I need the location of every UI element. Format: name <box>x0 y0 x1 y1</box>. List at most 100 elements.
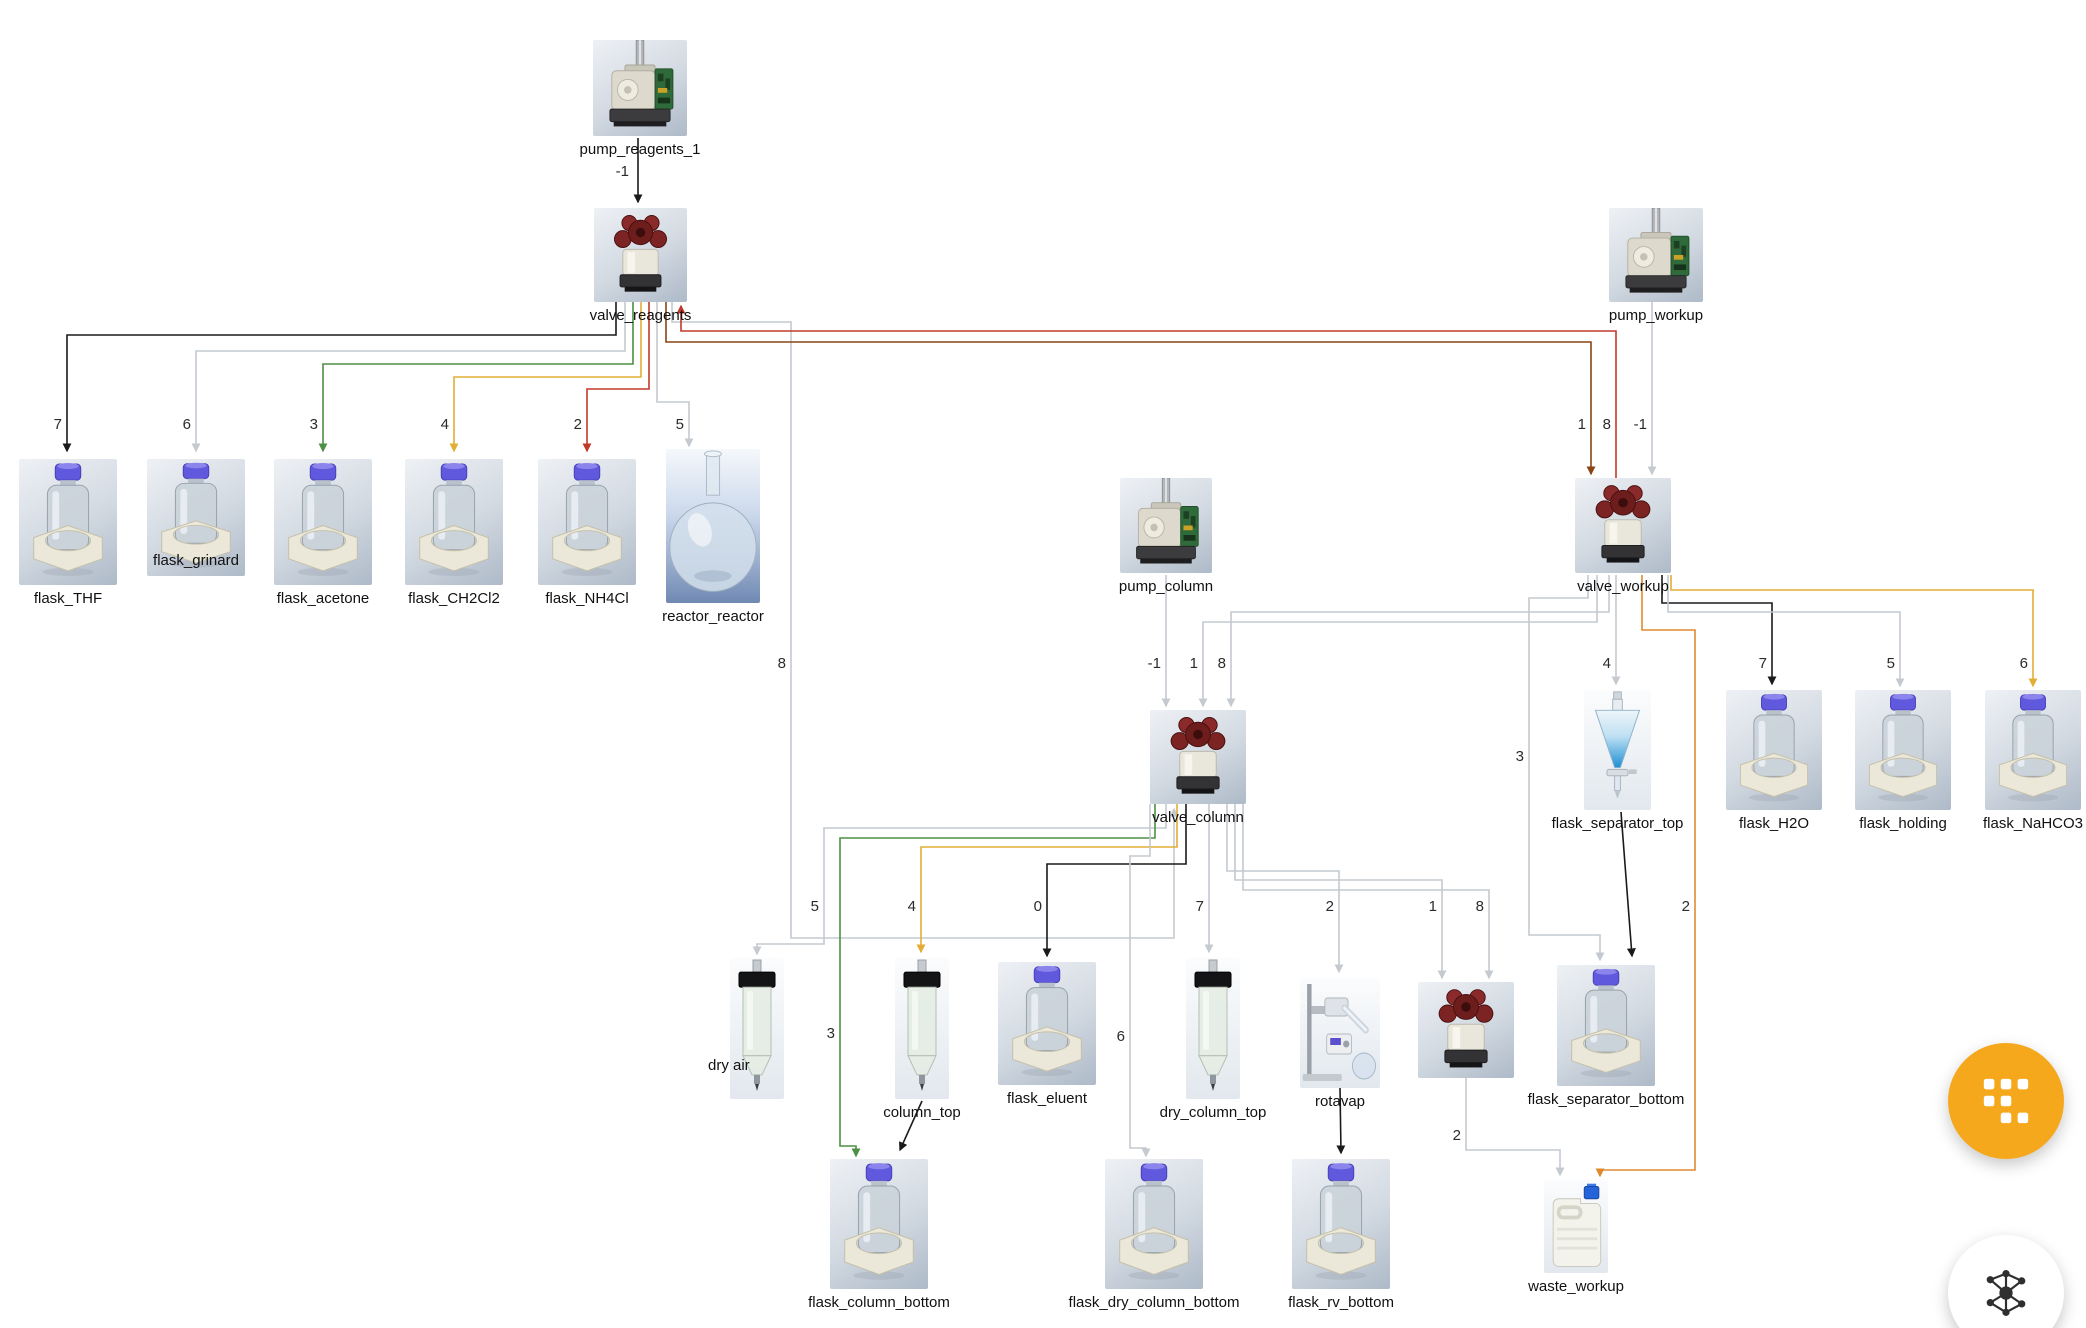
edge-valve_reagents-flask_NH4Cl <box>582 302 650 453</box>
node-dry_air[interactable]: dry air <box>708 958 784 1099</box>
edge-label: 8 <box>778 655 786 672</box>
equipment-photo <box>1609 208 1703 302</box>
equipment-photo <box>538 459 636 585</box>
bottle-flask-icon <box>1985 690 2081 810</box>
node-flask_separator_top[interactable]: flask_separator_top <box>1552 690 1683 833</box>
bottle-flask-icon <box>1855 690 1951 810</box>
bottle-flask-icon <box>998 962 1096 1085</box>
node-flask_NH4Cl[interactable]: flask_NH4Cl <box>538 459 636 608</box>
edge-label: 7 <box>1196 898 1204 915</box>
apps-grid-icon <box>1983 1078 2029 1124</box>
edge-label: 2 <box>1453 1127 1461 1144</box>
edge-rotavap-flask_rv_bottom <box>1336 1087 1346 1155</box>
node-valve-unlabeled[interactable] <box>1418 982 1514 1078</box>
node-label: valve_workup <box>1577 578 1669 595</box>
edge-label: 2 <box>1682 898 1690 915</box>
node-label: pump_reagents_1 <box>579 141 701 158</box>
edge-label: 0 <box>1034 898 1042 915</box>
edge-valve_workup-waste_workup <box>1595 575 1696 1178</box>
edge-valve_workup-flask_NaHCO3 <box>1670 575 2038 688</box>
edge-label: 3 <box>1516 748 1524 765</box>
ai-fab-button[interactable] <box>1948 1235 2064 1328</box>
node-flask_grinard[interactable]: flask_grinard <box>147 459 245 576</box>
node-label: column_top <box>883 1104 961 1121</box>
edge-valve_workup-valve_column-8 <box>1226 575 1610 708</box>
node-flask_acetone[interactable]: flask_acetone <box>274 459 372 608</box>
equipment-photo <box>998 962 1096 1085</box>
edge-label: 7 <box>54 416 62 433</box>
equipment-photo <box>1726 690 1822 810</box>
bottle-flask-icon <box>1557 965 1655 1086</box>
apps-fab-button[interactable] <box>1948 1043 2064 1159</box>
equipment-photo <box>1150 710 1246 804</box>
edge-valve_column-valve_unlabeled-1 <box>1234 804 1447 980</box>
node-rotavap[interactable]: rotavap <box>1300 978 1380 1111</box>
equipment-photo <box>1557 965 1655 1086</box>
node-pump_workup[interactable]: pump_workup <box>1609 208 1703 325</box>
equipment-photo <box>594 208 687 302</box>
node-label: flask_NaHCO3 <box>1982 815 2084 832</box>
equipment-photo <box>1584 690 1651 810</box>
node-label: dry air <box>708 1057 750 1074</box>
node-pump_reagents_1[interactable]: pump_reagents_1 <box>580 40 700 159</box>
bottle-flask-icon <box>405 459 503 585</box>
node-flask_dry_column_bottom[interactable]: flask_dry_column_bottom <box>1069 1159 1239 1312</box>
bottle-flask-icon <box>1292 1159 1390 1289</box>
edge-label: 3 <box>310 416 318 433</box>
node-flask_eluent[interactable]: flask_eluent <box>998 962 1096 1108</box>
equipment-photo <box>1186 958 1240 1099</box>
node-column_top[interactable]: column_top <box>883 958 961 1122</box>
valve-icon <box>594 208 687 302</box>
valve-icon <box>1575 478 1671 573</box>
edge-valve_unlabeled-waste_workup <box>1465 1078 1565 1177</box>
node-label: flask_H2O <box>1738 815 1810 832</box>
bottle-flask-icon <box>538 459 636 585</box>
node-valve_reagents[interactable]: valve_reagents <box>590 208 691 325</box>
node-flask_NaHCO3[interactable]: flask_NaHCO3 <box>1982 690 2084 833</box>
edge-column_top-flask_column_bottom <box>899 1100 923 1152</box>
node-flask_rv_bottom[interactable]: flask_rv_bottom <box>1288 1159 1394 1312</box>
node-label: rotavap <box>1314 1093 1366 1110</box>
edge-label: -1 <box>1634 416 1647 433</box>
edge-valve_column-flask_dry_column_bottom <box>1129 804 1151 1158</box>
edge-valve_workup-flask_H2O <box>1661 575 1777 686</box>
node-valve_workup[interactable]: valve_workup <box>1575 478 1671 596</box>
node-valve_column[interactable]: valve_column <box>1150 710 1246 827</box>
node-flask_column_bottom[interactable]: flask_column_bottom <box>808 1159 950 1312</box>
rotavap-icon <box>1300 978 1380 1088</box>
node-flask_separator_bottom[interactable]: flask_separator_bottom <box>1528 965 1684 1109</box>
valve-icon <box>1418 982 1514 1078</box>
edge-label: 3 <box>827 1025 835 1042</box>
edge-label: -1 <box>1148 655 1161 672</box>
edge-label: 5 <box>1887 655 1895 672</box>
bottle-flask-icon <box>274 459 372 585</box>
edge-valve_reagents-valve_column <box>671 302 1179 939</box>
node-label: flask_rv_bottom <box>1288 1294 1394 1311</box>
equipment-photo <box>1985 690 2081 810</box>
node-label: pump_workup <box>1608 307 1704 324</box>
waste-canister-icon <box>1544 1179 1608 1273</box>
bottle-flask-icon <box>1105 1159 1203 1289</box>
node-pump_column[interactable]: pump_column <box>1119 478 1213 596</box>
edge-valve_workup-flask_holding <box>1667 575 1905 688</box>
edge-label: 4 <box>908 898 916 915</box>
equipment-photo <box>19 459 117 585</box>
node-label: reactor_reactor <box>662 608 764 625</box>
node-label: flask_THF <box>33 590 103 607</box>
edge-valve_column-column_top <box>916 804 1178 954</box>
node-dry_column_top[interactable]: dry_column_top <box>1160 958 1266 1122</box>
node-label: valve_column <box>1152 809 1244 826</box>
node-flask_THF[interactable]: flask_THF <box>19 459 117 608</box>
node-reactor_reactor[interactable]: reactor_reactor <box>662 449 764 626</box>
pump-icon <box>1609 208 1703 302</box>
node-waste_workup[interactable]: waste_workup <box>1528 1179 1624 1296</box>
ai-network-icon <box>1986 1270 2026 1316</box>
node-flask_H2O[interactable]: flask_H2O <box>1726 690 1822 833</box>
edge-label: 1 <box>1578 416 1586 433</box>
node-flask_CH2Cl2[interactable]: flask_CH2Cl2 <box>405 459 503 608</box>
equipment-photo <box>1292 1159 1390 1289</box>
node-flask_holding[interactable]: flask_holding <box>1855 690 1951 833</box>
edge-label: 2 <box>1326 898 1334 915</box>
bottle-flask-icon <box>830 1159 928 1289</box>
equipment-photo <box>1544 1179 1608 1273</box>
